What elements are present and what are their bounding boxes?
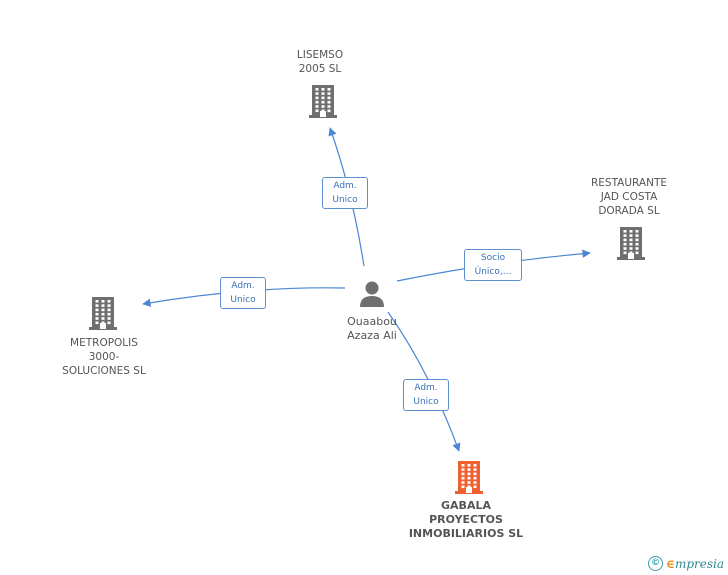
copyright-icon: ©	[648, 556, 664, 571]
edge-label-line2: Unico	[230, 295, 256, 305]
building-icon[interactable]	[87, 295, 119, 331]
building-icon-highlight[interactable]	[453, 459, 485, 495]
building-icon[interactable]	[615, 225, 647, 261]
edge-label-line1: Adm.	[333, 181, 357, 191]
edge-label-line1: Adm.	[231, 281, 255, 291]
company-name-lisemso[interactable]: LISEMSO 2005 SL	[296, 49, 344, 75]
brand-logo[interactable]: ∈mpresia	[666, 557, 724, 571]
company-name-metropolis[interactable]: METROPOLIS 3000- SOLUCIONES SL	[62, 337, 146, 377]
brand-logo-text: mpresia	[674, 556, 724, 571]
company-name-restaurante[interactable]: RESTAURANTE JAD COSTA DORADA SL	[590, 177, 668, 217]
edge-label-restaurante[interactable]: Socio Único,...	[464, 249, 522, 281]
edge-label-gabala[interactable]: Adm. Unico	[403, 379, 449, 411]
edge-label-line1: Adm.	[414, 383, 438, 393]
edge-label-lisemso[interactable]: Adm. Unico	[322, 177, 368, 209]
person-name[interactable]: Ouaabou Azaza Ali	[347, 315, 397, 342]
edge-label-line1: Socio	[480, 253, 506, 263]
edge-label-line2: Unico	[332, 195, 358, 205]
footer-brand: © ∈mpresia	[648, 556, 724, 571]
brand-logo-e: ∈	[666, 556, 675, 571]
company-name-gabala[interactable]: GABALA PROYECTOS INMOBILIARIOS SL	[408, 499, 524, 540]
edge-to-gabala	[387, 311, 461, 452]
edge-label-line2: Unico	[413, 397, 439, 407]
building-icon[interactable]	[307, 83, 339, 119]
person-icon	[360, 281, 384, 307]
edge-label-metropolis[interactable]: Adm. Unico	[220, 277, 266, 309]
edge-label-line2: Único,...	[474, 267, 512, 277]
